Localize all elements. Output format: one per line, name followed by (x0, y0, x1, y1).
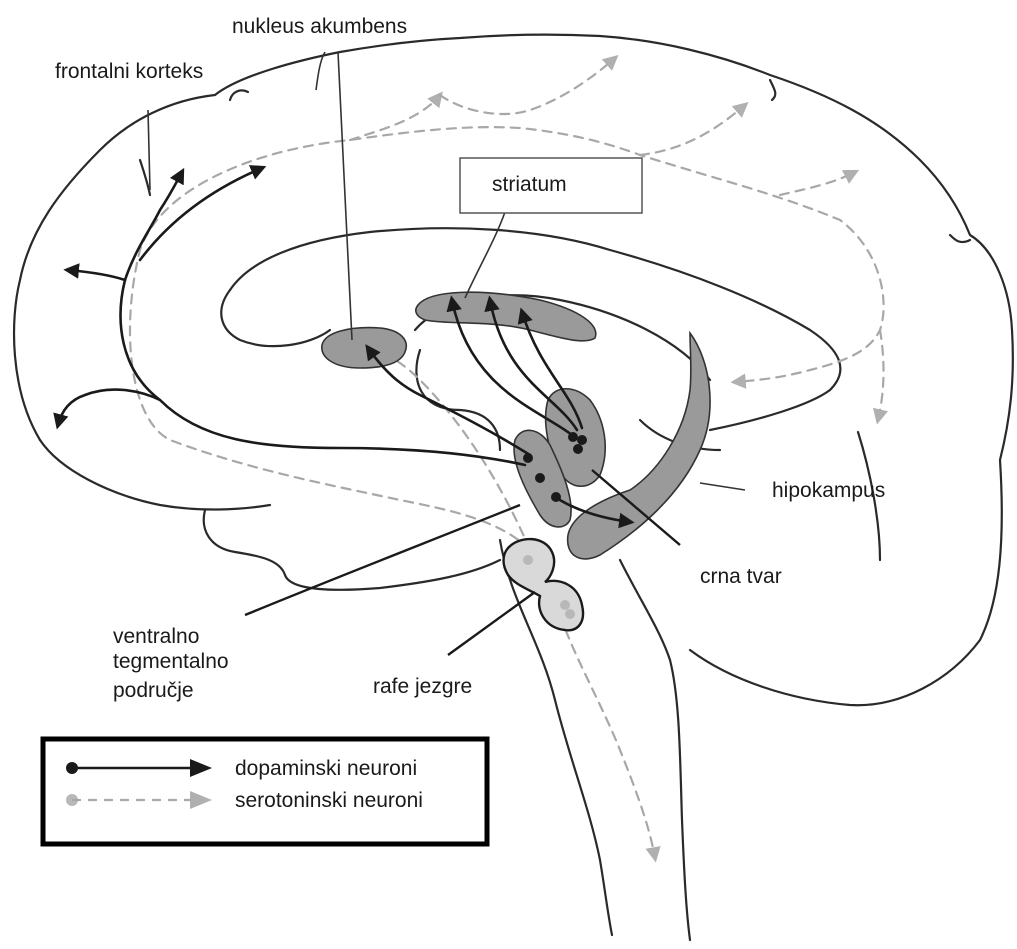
vta-label-line1: ventralno (113, 625, 199, 648)
nucleus-accumbens-label: nukleus akumbens (232, 15, 407, 38)
striatum-label: striatum (492, 173, 567, 196)
dopamine-cell-dot (568, 432, 578, 442)
brain-regions (322, 292, 710, 630)
serotonin-cell-dot (560, 600, 570, 610)
serotonin-cell-dot (565, 609, 575, 619)
legend-dopamine-label: dopaminski neuroni (235, 757, 417, 780)
dopamine-cell-dot (523, 453, 533, 463)
vta-label-line2: tegmentalno (113, 650, 229, 673)
leader-lines (148, 52, 745, 655)
dopamine-cell-dot (573, 444, 583, 454)
serotonin-cell-dot (523, 555, 533, 565)
nucleus-accumbens-region (322, 328, 406, 368)
dopamine-cell-dot (551, 492, 561, 502)
raphe-nuclei-label: rafe jezgre (373, 675, 472, 698)
dopamine-cell-dot (577, 435, 587, 445)
legend-serotonin-label: serotoninski neuroni (235, 789, 423, 812)
legend: dopaminski neuroni serotoninski neuroni (43, 739, 487, 844)
hippocampus-label: hipokampus (772, 479, 885, 502)
vta-label-line3: područje (113, 679, 194, 702)
frontal-cortex-label: frontalni korteks (55, 60, 203, 83)
substantia-nigra-label: crna tvar (700, 565, 782, 588)
striatum-region (416, 292, 596, 341)
dopamine-cell-dot (535, 473, 545, 483)
